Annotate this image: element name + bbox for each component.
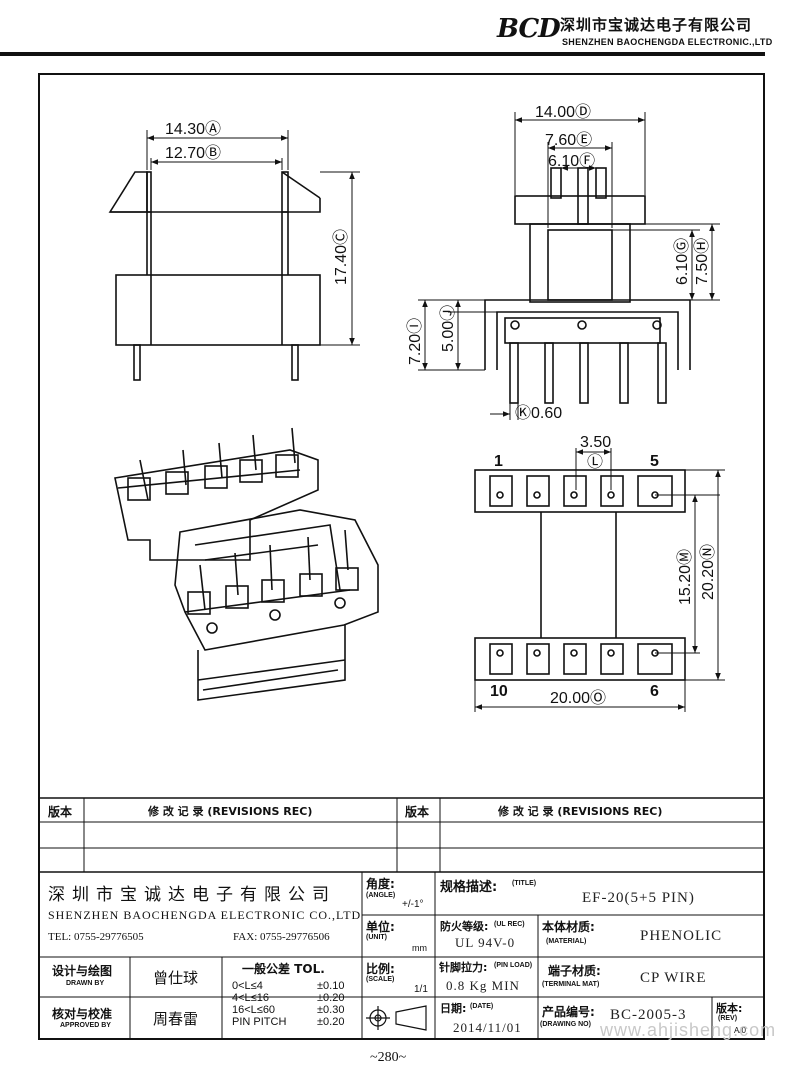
dim-c: 17.40Ⓒ	[332, 229, 350, 285]
header-company-en: SHENZHEN BAOCHENGDA ELECTRONIC.,LTD	[562, 37, 773, 47]
dim-m: 15.20Ⓜ	[676, 549, 694, 605]
rev-value: A/0	[734, 1026, 747, 1035]
drawn-label-en: DRAWN BY	[66, 980, 105, 987]
angle-label: 角度:	[366, 877, 395, 891]
dim-k: Ⓚ0.60	[515, 404, 562, 422]
dim-h: 7.50Ⓗ	[693, 238, 711, 285]
approved-label: 核对与校准	[52, 1007, 113, 1021]
drawing-label: 产品编号:	[542, 1005, 595, 1019]
scale-label-en: (SCALE)	[366, 976, 395, 983]
rev-label-en: (REV)	[718, 1015, 738, 1022]
title-label-en: (TITLE)	[512, 880, 537, 887]
pin-label-1: 1	[494, 453, 503, 470]
material-value: PHENOLIC	[640, 928, 723, 944]
drawing-value: BC-2005-3	[610, 1007, 687, 1023]
dim-b: 12.70Ⓑ	[165, 144, 221, 162]
drawn-label: 设计与绘图	[52, 964, 113, 978]
watermark: www.ahjisheng.com	[600, 1020, 777, 1040]
date-value: 2014/11/01	[453, 1020, 522, 1035]
front-view	[108, 171, 321, 381]
dim-e: 7.60Ⓔ	[545, 131, 592, 149]
header-company-cn: 深圳市宝诚达电子有限公司	[560, 16, 753, 34]
title-label: 规格描述:	[440, 880, 498, 895]
tol-title: 一般公差 TOL.	[242, 962, 325, 976]
pin-label-6: 6	[650, 683, 659, 700]
pin-label-10: 10	[490, 683, 508, 700]
dim-d: 14.00Ⓓ	[535, 103, 591, 121]
ul-value: UL 94V-0	[455, 935, 516, 950]
terminal-value: CP WIRE	[640, 970, 707, 986]
drawing-frame	[38, 73, 765, 1040]
rev-col-record-2: 修 改 记 录 (REVISIONS REC)	[498, 805, 663, 818]
pin-label-5: 5	[650, 453, 659, 470]
rev-col-version: 版本	[48, 805, 73, 819]
pinload-label: 针脚拉力:	[439, 961, 488, 974]
tol-row: PIN PITCH±0.20	[232, 1016, 345, 1028]
approved-label-en: APPROVED BY	[60, 1022, 111, 1029]
scale-label: 比例:	[366, 962, 395, 976]
isometric-view	[114, 427, 379, 701]
bottom-view	[474, 469, 686, 681]
tol-row: 4<L≤16±0.20	[232, 992, 345, 1004]
tol-row: 16<L≤60±0.30	[232, 1004, 345, 1016]
dim-f: 6.10Ⓕ	[548, 152, 595, 170]
dim-l-value: 3.50	[580, 434, 611, 451]
material-label: 本体材质:	[542, 920, 595, 934]
header-rule	[0, 52, 765, 56]
dim-i: 7.20Ⓘ	[406, 318, 424, 365]
angle-value: +/-1°	[402, 899, 424, 910]
unit-label-en: (UNIT)	[366, 934, 387, 941]
rev-label: 版本:	[716, 1002, 743, 1015]
scale-value: 1/1	[414, 984, 428, 995]
tol-row: 0<L≤4±0.10	[232, 980, 345, 992]
technical-drawing: 14.30Ⓐ 12.70Ⓑ 17.40Ⓒ 14.00Ⓓ 7.60Ⓔ 6.10Ⓕ …	[108, 103, 725, 712]
tb-tel: TEL: 0755-29776505	[48, 931, 144, 943]
title-value: EF-20(5+5 PIN)	[582, 890, 695, 906]
date-label: 日期:	[440, 1002, 467, 1015]
side-view	[484, 167, 691, 404]
dim-j: 5.00Ⓙ	[439, 305, 457, 352]
terminal-label-en: (TERMINAL MAT)	[542, 981, 600, 988]
ul-label: 防火等级:	[440, 920, 489, 933]
tb-company-en: SHENZHEN BAOCHENGDA ELECTRONIC CO.,LTD	[48, 908, 362, 922]
dim-a: 14.30Ⓐ	[165, 120, 221, 138]
dim-g: 6.10Ⓖ	[673, 238, 691, 285]
dim-o: 20.00Ⓞ	[550, 689, 606, 707]
ul-label-en: (UL REC)	[494, 921, 525, 928]
pinload-label-en: (PIN LOAD)	[494, 962, 533, 969]
tb-fax: FAX: 0755-29776506	[233, 931, 330, 943]
dim-l-mark: Ⓛ	[587, 453, 603, 471]
material-label-en: (MATERIAL)	[546, 938, 587, 945]
tb-company-cn: 深圳市宝诚达电子有限公司	[48, 885, 336, 905]
date-label-en: (DATE)	[470, 1003, 494, 1010]
dim-n: 20.20Ⓝ	[699, 544, 717, 600]
unit-value: mm	[412, 943, 427, 953]
rev-col-version-2: 版本	[405, 805, 430, 819]
drawn-value: 曾仕球	[153, 969, 199, 987]
company-logo: BCD	[497, 14, 561, 44]
pinload-value: 0.8 Kg MIN	[446, 978, 520, 993]
tol-table: 0<L≤4±0.10 4<L≤16±0.20 16<L≤60±0.30 PIN …	[232, 980, 344, 1028]
rev-col-record: 修 改 记 录 (REVISIONS REC)	[148, 805, 313, 818]
unit-label: 单位:	[366, 920, 395, 934]
terminal-label: 端子材质:	[548, 964, 601, 978]
approved-value: 周春雷	[153, 1010, 199, 1028]
angle-label-en: (ANGLE)	[366, 892, 396, 899]
drawing-label-en: (DRAWING NO)	[540, 1021, 591, 1028]
page-number: ~280~	[370, 1050, 407, 1065]
